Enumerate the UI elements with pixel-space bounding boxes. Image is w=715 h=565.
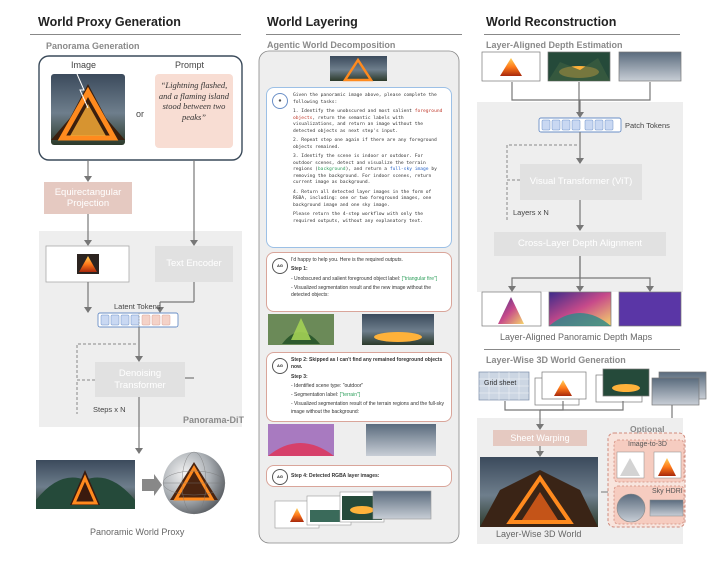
agent-avatar-icon: AG [272, 469, 288, 485]
steps-label: Steps x N [93, 405, 126, 414]
recon-output-label: Layer-Wise 3D World [496, 529, 582, 539]
proxy-title: World Proxy Generation [38, 15, 181, 29]
agent-reply-2: AG Step 2: Skipped as I can't find any r… [266, 352, 452, 422]
proxy-section-label: Panorama Generation [46, 41, 140, 51]
layering-section-label: Agentic World Decomposition [267, 40, 396, 50]
user-prompt-bubble: ☻ Given the panoramic image above, pleas… [266, 87, 452, 248]
grid-sheet-label: Grid sheet [484, 380, 517, 387]
world-gen-section-label: Layer-Wise 3D World Generation [486, 355, 626, 365]
proxy-output-label: Panoramic World Proxy [90, 527, 185, 537]
recon-title: World Reconstruction [486, 15, 617, 29]
layers-label: Layers x N [513, 208, 549, 217]
patch-tokens-label: Patch Tokens [625, 121, 670, 130]
vit-box: Visual Transformer (ViT) [520, 164, 642, 200]
cross-layer-box: Cross-Layer Depth Alignment [494, 232, 666, 256]
equirect-box: Equirectangular Projection [44, 182, 132, 214]
image-to-3d-label: Image-to-3D [628, 441, 667, 448]
denoising-box: Denoising Transformer [95, 362, 185, 397]
latent-tokens-label: Latent Tokens [114, 302, 161, 311]
sheet-warping-box: Sheet Warping [493, 430, 587, 446]
or-label: or [136, 109, 145, 119]
depth-section-label: Layer-Aligned Depth Estimation [486, 40, 623, 50]
prompt-text: “Lightning flashed, and a flaming island… [158, 80, 230, 122]
agent-reply-3: AG Step 4: Detected RGBA layer images: [266, 465, 452, 487]
user-avatar-icon: ☻ [272, 93, 288, 109]
optional-label: Optional [630, 424, 665, 434]
layering-title: World Layering [267, 15, 358, 29]
depth-maps-label: Layer-Aligned Panoramic Depth Maps [500, 332, 653, 342]
prompt-label: Prompt [175, 60, 205, 70]
agent-reply-1: AG I'd happy to help you. Here is the re… [266, 252, 452, 312]
dit-label: Panorama-DiT [183, 415, 245, 425]
sky-hdri-label: Sky HDRI [652, 488, 683, 495]
agent-avatar-icon: AG [272, 358, 288, 374]
text-encoder-box: Text Encoder [155, 246, 233, 282]
agent-avatar-icon: AG [272, 258, 288, 274]
user-intro: Given the panoramic image above, please … [293, 93, 440, 105]
image-label: Image [71, 60, 97, 70]
